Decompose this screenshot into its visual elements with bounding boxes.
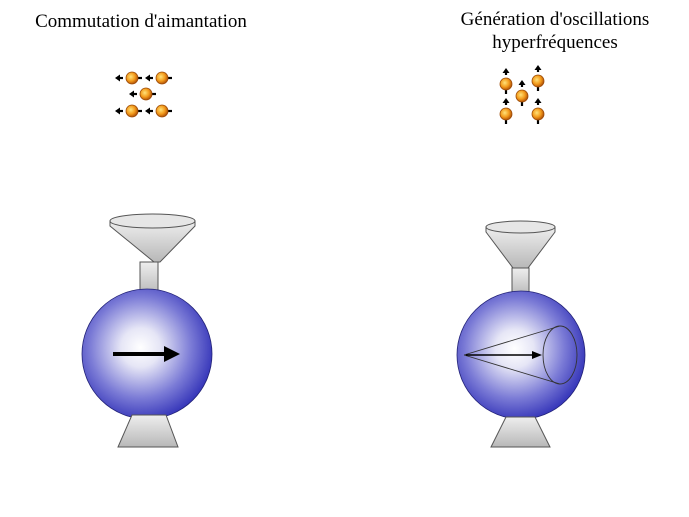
left-spin-cluster xyxy=(115,71,172,118)
spin-icon xyxy=(499,98,513,124)
right-panel-title: Génération d'oscillations hyperfréquence… xyxy=(430,8,680,54)
left-pedestal xyxy=(117,414,179,448)
spin-icon xyxy=(115,71,142,85)
right-spin-cluster xyxy=(499,65,545,124)
left-device xyxy=(81,213,213,448)
spin-icon xyxy=(145,104,172,118)
spin-icon xyxy=(115,104,142,118)
spin-icon xyxy=(499,68,513,94)
left-panel-title-text: Commutation d'aimantation xyxy=(35,11,247,32)
left-panel-title: Commutation d'aimantation xyxy=(0,10,282,33)
spin-icon xyxy=(531,65,545,91)
spin-icon xyxy=(145,71,172,85)
right-pedestal xyxy=(490,416,551,448)
magnetization-arrow-icon xyxy=(113,346,180,362)
right-panel-title-line2: hyperfréquences xyxy=(492,32,618,53)
right-funnel xyxy=(485,220,556,297)
left-funnel xyxy=(109,213,196,296)
spin-icon xyxy=(531,98,545,124)
precession-cone-icon xyxy=(463,325,578,385)
right-panel-title-line1: Génération d'oscillations xyxy=(460,9,650,30)
right-device xyxy=(456,220,586,448)
spin-icon xyxy=(515,80,529,106)
spin-icon xyxy=(129,87,156,101)
